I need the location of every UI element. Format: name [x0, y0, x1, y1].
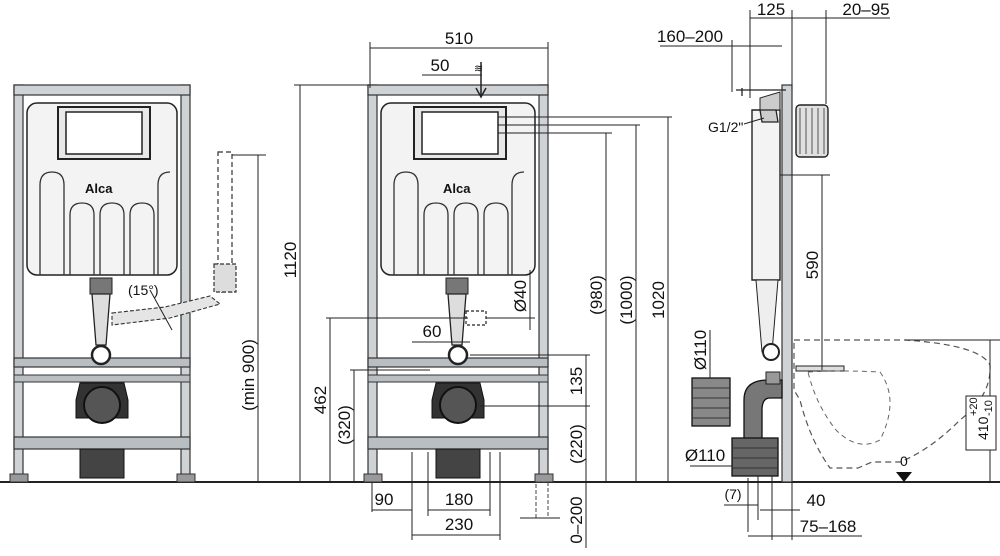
front-0200-label: 0–200	[567, 496, 586, 543]
left-brand-logo: Alca	[85, 181, 113, 196]
side-bowl-outline	[793, 339, 991, 469]
left-frame-rail-low	[13, 374, 191, 383]
left-frame-post-right	[180, 84, 191, 481]
left-drain-pipe	[91, 293, 111, 346]
side-thread-label: G1/2"	[708, 119, 743, 135]
side-connector	[762, 343, 780, 361]
front-side-outlet	[465, 310, 487, 326]
side-view: G1/2" 125 20–95 160–200 590 Ø110 Ø110	[657, 0, 1000, 540]
side-d110-top-label: Ø110	[691, 330, 710, 370]
left-cistern-ribs	[39, 171, 171, 275]
side-410-minus: -10	[983, 400, 995, 416]
side-40-label: 40	[807, 491, 826, 510]
side-bolt	[795, 365, 845, 372]
front-floor-slot	[535, 481, 549, 519]
front-1020-label: 1020	[649, 281, 668, 319]
left-drain-outlet	[90, 344, 112, 366]
side-d110-bottom-rings	[732, 447, 778, 469]
left-angle-label: (15°)	[128, 282, 159, 298]
left-frame-rail-bottom	[13, 436, 191, 450]
front-50-label: 50	[431, 56, 450, 75]
front-flush-window	[421, 111, 499, 155]
front-frame-post-left	[367, 84, 378, 481]
front-frame-foot-left	[363, 473, 383, 483]
side-410-plus: +20	[968, 397, 980, 416]
front-frame-rail-bottom	[367, 436, 549, 450]
side-160200-label: 160–200	[657, 27, 723, 46]
left-bowl-foot	[79, 448, 125, 479]
side-cistern	[751, 109, 781, 281]
side-410-label: 410	[975, 416, 991, 440]
front-1120-label: 1120	[281, 242, 300, 279]
left-view: Alca (15°) (min 900)	[9, 84, 266, 483]
side-zero-marker	[896, 472, 912, 482]
side-7-label: (7)	[724, 486, 741, 502]
front-60-label: 60	[423, 322, 442, 341]
left-bowl-hole	[83, 386, 121, 424]
front-180-label: 180	[445, 490, 473, 509]
front-1000-label: (1000)	[617, 275, 636, 324]
side-d110-bottom-label: Ø110	[685, 446, 725, 465]
front-bowl-hole	[439, 386, 477, 424]
front-frame-top-rail	[367, 84, 549, 96]
left-angle-ref	[149, 289, 173, 331]
front-inlet-wave: ≋	[474, 63, 483, 75]
left-frame-foot-left	[9, 473, 29, 483]
front-90-label: 90	[375, 490, 394, 509]
front-drain-outlet	[447, 344, 469, 366]
left-drain-neck	[89, 277, 113, 295]
left-supply-bend	[213, 263, 237, 293]
left-frame-post-left	[13, 84, 24, 481]
left-flush-window	[65, 111, 143, 155]
front-320-label: (320)	[335, 405, 354, 445]
front-drain-neck	[445, 277, 469, 295]
side-d110-top-rings	[692, 387, 730, 419]
side-410-box	[965, 395, 997, 451]
side-plate-ribs	[799, 108, 825, 154]
side-flush-pipe	[755, 279, 779, 353]
left-frame-top-rail	[13, 84, 191, 96]
front-inlet-arrow	[475, 62, 487, 99]
front-980-label: (980)	[587, 275, 606, 315]
front-brand-logo: Alca	[443, 181, 471, 196]
front-220-label: (220)	[567, 424, 586, 464]
side-2095-label: 20–95	[842, 0, 889, 19]
front-drain-pipe	[447, 293, 467, 346]
side-bracket	[765, 371, 781, 385]
side-thread-leader	[743, 117, 765, 125]
side-590-label: 590	[803, 251, 822, 279]
side-zero-label: 0	[900, 453, 908, 469]
side-valve	[736, 88, 786, 123]
side-frame-post	[781, 84, 793, 483]
front-230-label: 230	[445, 515, 473, 534]
side-bowl-inner	[807, 370, 891, 445]
front-462-label: 462	[311, 386, 330, 414]
side-125-label: 125	[757, 0, 785, 19]
left-min900-label: (min 900)	[239, 339, 258, 411]
front-frame-rail-low	[367, 374, 549, 383]
side-d110-top-pipe	[691, 377, 731, 427]
front-cistern-ribs	[393, 171, 525, 275]
side-cistern-top	[759, 91, 781, 111]
front-frame-foot-right	[534, 473, 554, 483]
side-75168-label: 75–168	[800, 517, 857, 536]
left-angle-inlet	[111, 295, 222, 326]
front-d40-label: Ø40	[511, 280, 530, 312]
front-view: Alca 510 50 ≋ 1120 1020 (1000) (980)	[281, 29, 672, 548]
front-510-label: 510	[445, 29, 473, 48]
side-d110-bottom-pipe	[731, 437, 779, 477]
front-bowl-foot	[435, 448, 481, 479]
left-frame-foot-right	[176, 473, 196, 483]
front-frame-post-right	[538, 84, 549, 481]
side-drain-elbow	[743, 379, 783, 451]
front-135-label: 135	[567, 367, 586, 395]
